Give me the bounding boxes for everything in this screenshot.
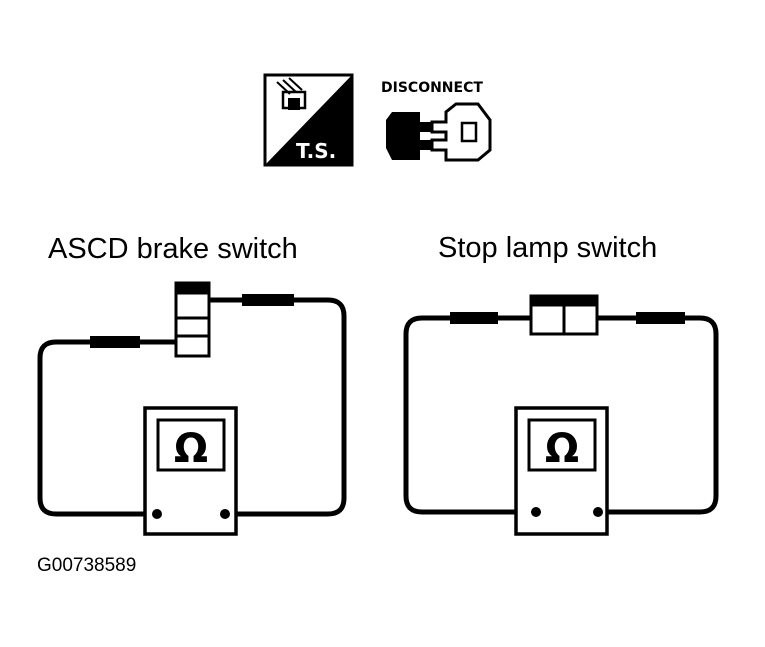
ts-icon-text: T.S. xyxy=(296,139,336,163)
stop-lamp-wire-insulation xyxy=(450,312,685,324)
disconnect-label: DISCONNECT xyxy=(381,80,483,96)
stop-lamp-meter-terminal-right xyxy=(593,507,603,517)
ascd-switch-icon xyxy=(174,281,211,358)
disconnect-connector-icon xyxy=(386,102,492,162)
ascd-ohmmeter-icon: Ω xyxy=(143,406,238,536)
trouble-shooting-icon: T.S. xyxy=(263,73,354,167)
stop-lamp-ohm-symbol: Ω xyxy=(545,426,579,472)
ascd-meter-terminal-left xyxy=(152,509,162,519)
ascd-wire-insulation xyxy=(90,294,294,348)
stop-lamp-switch-title: Stop lamp switch xyxy=(438,232,657,264)
figure-id: G00738589 xyxy=(37,555,136,576)
stop-lamp-ohmmeter-icon: Ω xyxy=(514,406,609,536)
ascd-meter-terminal-right xyxy=(220,509,230,519)
disconnect-icon: DISCONNECT xyxy=(381,80,492,162)
connector-icon xyxy=(276,77,307,110)
stop-lamp-meter-terminal-left xyxy=(531,507,541,517)
ascd-wiring xyxy=(37,297,347,517)
stop-lamp-wiring xyxy=(403,315,719,515)
ascd-brake-switch-title: ASCD brake switch xyxy=(48,233,298,265)
stop-lamp-switch-icon xyxy=(529,294,599,336)
ascd-ohm-symbol: Ω xyxy=(174,426,208,472)
